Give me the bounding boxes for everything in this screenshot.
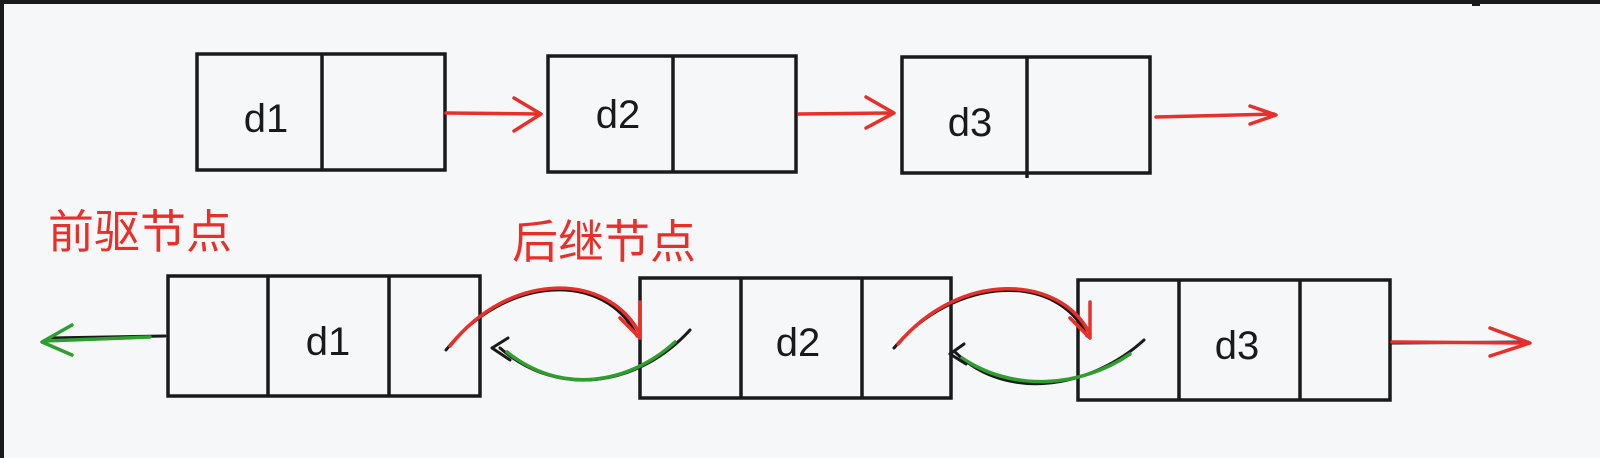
predecessor-label: 前驱节点	[48, 205, 232, 259]
doubly-node-1-box	[166, 274, 482, 398]
link-2-3-next-arrow	[892, 287, 1092, 350]
doubly-node-3-label: d3	[1215, 324, 1260, 368]
singly-node-3-label: d3	[948, 101, 993, 145]
link-1-2-next-arrow	[444, 286, 642, 352]
singly-node-1: d1	[195, 52, 447, 172]
singly-node-2: d2	[546, 54, 798, 174]
singly-node-1-label: d1	[244, 97, 289, 141]
doubly-node-1-label: d1	[306, 320, 351, 364]
doubly-linked-list: 前驱节点 后继节点 d1 d2 d3	[40, 205, 1532, 402]
doubly-node-3: d3	[1076, 278, 1392, 402]
singly-next-arrow-1	[444, 96, 543, 133]
corner-marker	[1472, 0, 1480, 6]
singly-linked-list: d1 d2 d3	[195, 52, 1278, 178]
link-2-1-prev-arrow	[490, 328, 692, 382]
doubly-node-1: d1	[166, 274, 482, 398]
successor-label: 后继节点	[512, 215, 696, 269]
singly-next-arrow-2	[797, 95, 896, 130]
head-prev-arrow	[40, 323, 167, 357]
tail-next-arrow	[1390, 326, 1532, 358]
singly-node-2-label: d2	[596, 93, 641, 137]
link-3-2-prev-arrow	[948, 338, 1146, 386]
doubly-node-2-label: d2	[776, 321, 821, 365]
doubly-node-3-box	[1076, 278, 1392, 402]
singly-next-arrow-3	[1154, 104, 1278, 126]
singly-node-3: d3	[900, 55, 1152, 178]
